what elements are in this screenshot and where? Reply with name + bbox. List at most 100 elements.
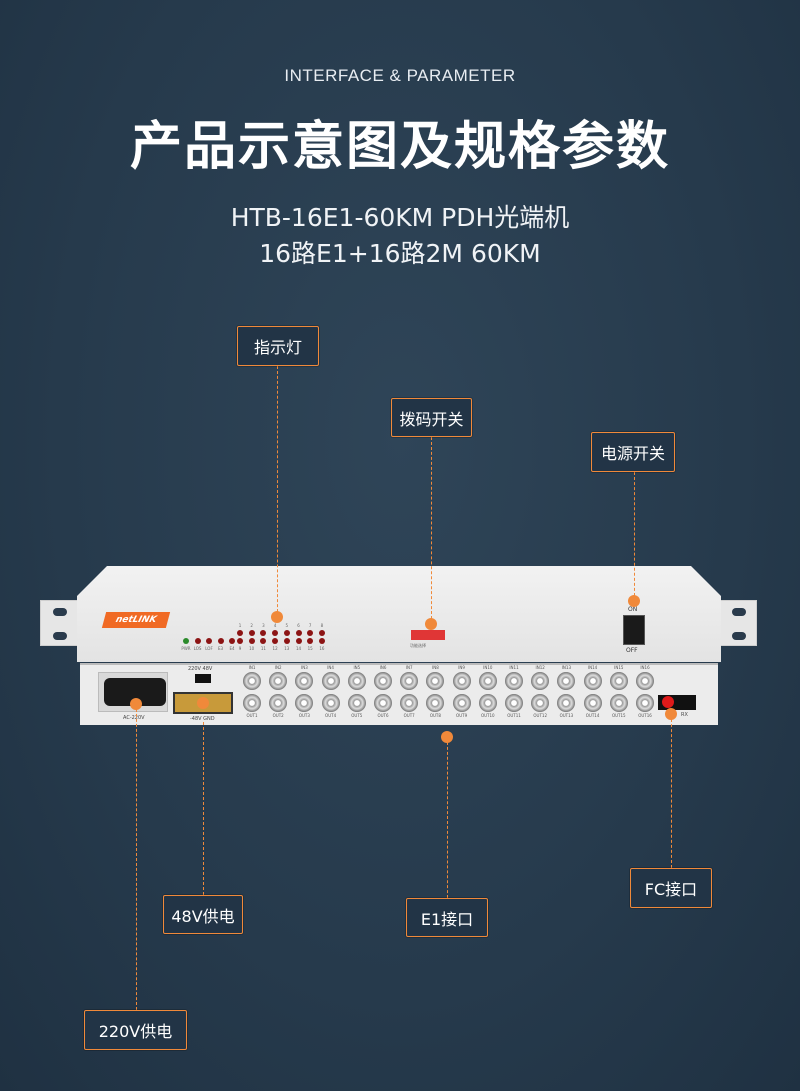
bnc-in-port[interactable] bbox=[269, 672, 288, 690]
led-indicator bbox=[260, 630, 267, 636]
callout-dip-switch: 拨码开关 bbox=[391, 398, 472, 437]
dip-marker bbox=[425, 618, 437, 630]
dc-label: -48V GND bbox=[190, 716, 215, 722]
bnc-in-port[interactable] bbox=[505, 672, 523, 690]
port-in-label: IN5 bbox=[353, 665, 361, 670]
port-out-label: OUT11 bbox=[507, 713, 521, 718]
dc-marker bbox=[197, 697, 209, 709]
port-in-label: IN2 bbox=[274, 665, 282, 670]
led-indicator bbox=[318, 638, 325, 644]
led-indicator bbox=[283, 630, 290, 636]
led-label: E3 bbox=[217, 646, 224, 651]
led-indicator bbox=[283, 638, 290, 644]
port-in-label: IN9 bbox=[458, 665, 465, 670]
switch-on-label: ON bbox=[628, 606, 638, 613]
bnc-in-port[interactable] bbox=[452, 672, 471, 690]
port-in-label: IN1 bbox=[248, 665, 256, 670]
bnc-out-port[interactable] bbox=[426, 694, 445, 712]
port-in-label: IN12 bbox=[535, 665, 545, 670]
bnc-out-port[interactable] bbox=[531, 694, 550, 712]
led-indicator bbox=[295, 630, 302, 636]
bnc-out-port[interactable] bbox=[609, 694, 628, 712]
voltage-selector[interactable] bbox=[195, 674, 211, 683]
brand-logo: netLINK bbox=[101, 612, 171, 628]
led-label: 4 bbox=[273, 623, 277, 628]
fc-connector[interactable] bbox=[662, 696, 674, 708]
bnc-out-port[interactable] bbox=[557, 694, 576, 712]
port-out-label: OUT16 bbox=[638, 713, 652, 718]
dip-label: 功能选择 bbox=[410, 643, 426, 648]
bnc-in-port[interactable] bbox=[347, 672, 366, 690]
led-label: 9 bbox=[238, 646, 242, 651]
bnc-in-port[interactable] bbox=[243, 672, 261, 690]
callout-power-switch: 电源开关 bbox=[591, 432, 675, 472]
port-in-label: IN10 bbox=[483, 665, 493, 670]
bnc-in-port[interactable] bbox=[295, 672, 314, 690]
bnc-in-port[interactable] bbox=[531, 672, 550, 690]
bnc-out-port[interactable] bbox=[269, 694, 288, 712]
port-out-label: OUT4 bbox=[325, 713, 337, 718]
port-in-label: IN8 bbox=[432, 665, 439, 670]
led-indicator bbox=[237, 630, 243, 636]
port-out-label: OUT1 bbox=[246, 713, 258, 718]
bnc-out-port[interactable] bbox=[478, 694, 497, 712]
bnc-in-port[interactable] bbox=[609, 672, 628, 690]
port-out-label: OUT9 bbox=[456, 713, 468, 718]
bnc-in-port[interactable] bbox=[426, 672, 445, 690]
led-label: 13 bbox=[284, 646, 290, 651]
port-out-label: OUT7 bbox=[403, 713, 415, 718]
indicator-marker bbox=[271, 611, 283, 623]
dip-switch[interactable] bbox=[411, 630, 445, 640]
led-indicator bbox=[248, 638, 255, 644]
ac-label: AC-220V bbox=[123, 715, 145, 721]
led-indicator bbox=[272, 630, 279, 636]
bnc-out-port[interactable] bbox=[243, 694, 261, 712]
bnc-out-port[interactable] bbox=[321, 694, 340, 712]
bnc-out-port[interactable] bbox=[374, 694, 392, 712]
bnc-out-port[interactable] bbox=[295, 694, 314, 712]
led-label: 15 bbox=[307, 646, 313, 651]
port-out-label: OUT14 bbox=[585, 713, 600, 718]
model-name: HTB-16E1-60KM PDH光端机 bbox=[230, 203, 570, 232]
bnc-in-port[interactable] bbox=[400, 672, 419, 690]
led-indicator bbox=[260, 638, 267, 644]
port-in-label: IN7 bbox=[405, 665, 413, 670]
led-label: 5 bbox=[285, 623, 289, 628]
bnc-in-port[interactable] bbox=[321, 672, 340, 690]
bnc-out-port[interactable] bbox=[505, 694, 523, 712]
bnc-out-port[interactable] bbox=[636, 694, 654, 712]
bnc-out-port[interactable] bbox=[347, 694, 366, 712]
bnc-in-port[interactable] bbox=[636, 672, 654, 690]
port-out-label: OUT8 bbox=[429, 713, 441, 718]
led-indicator bbox=[237, 638, 243, 644]
callout-fc: FC接口 bbox=[630, 868, 712, 908]
led-indicator bbox=[272, 638, 279, 644]
callout-220v: 220V供电 bbox=[84, 1010, 187, 1050]
bnc-in-port[interactable] bbox=[583, 672, 602, 690]
port-in-label: IN13 bbox=[561, 665, 572, 670]
bnc-in-port[interactable] bbox=[478, 672, 497, 690]
led-indicator bbox=[194, 638, 201, 644]
led-indicator bbox=[217, 638, 224, 644]
bnc-out-port[interactable] bbox=[452, 694, 471, 712]
rack-ear-right bbox=[719, 600, 757, 646]
fc-marker bbox=[665, 708, 677, 720]
power-switch[interactable] bbox=[623, 615, 645, 645]
bnc-out-port[interactable] bbox=[400, 694, 419, 712]
port-out-label: OUT12 bbox=[533, 713, 547, 718]
port-in-label: IN11 bbox=[509, 665, 519, 670]
led-indicator bbox=[318, 630, 325, 636]
callout-indicator: 指示灯 bbox=[237, 326, 319, 366]
port-in-label: IN6 bbox=[379, 665, 387, 670]
led-label: 11 bbox=[260, 646, 266, 651]
port-in-label: IN14 bbox=[587, 665, 598, 670]
led-label: LOS bbox=[193, 646, 202, 651]
bnc-out-port[interactable] bbox=[583, 694, 602, 712]
led-label: LOF bbox=[205, 646, 213, 651]
port-in-label: IN4 bbox=[327, 665, 334, 670]
port-out-label: OUT13 bbox=[559, 713, 574, 718]
bnc-in-port[interactable] bbox=[557, 672, 576, 690]
bnc-in-port[interactable] bbox=[374, 672, 392, 690]
led-label: 16 bbox=[319, 646, 325, 651]
callout-e1: E1接口 bbox=[406, 898, 488, 937]
